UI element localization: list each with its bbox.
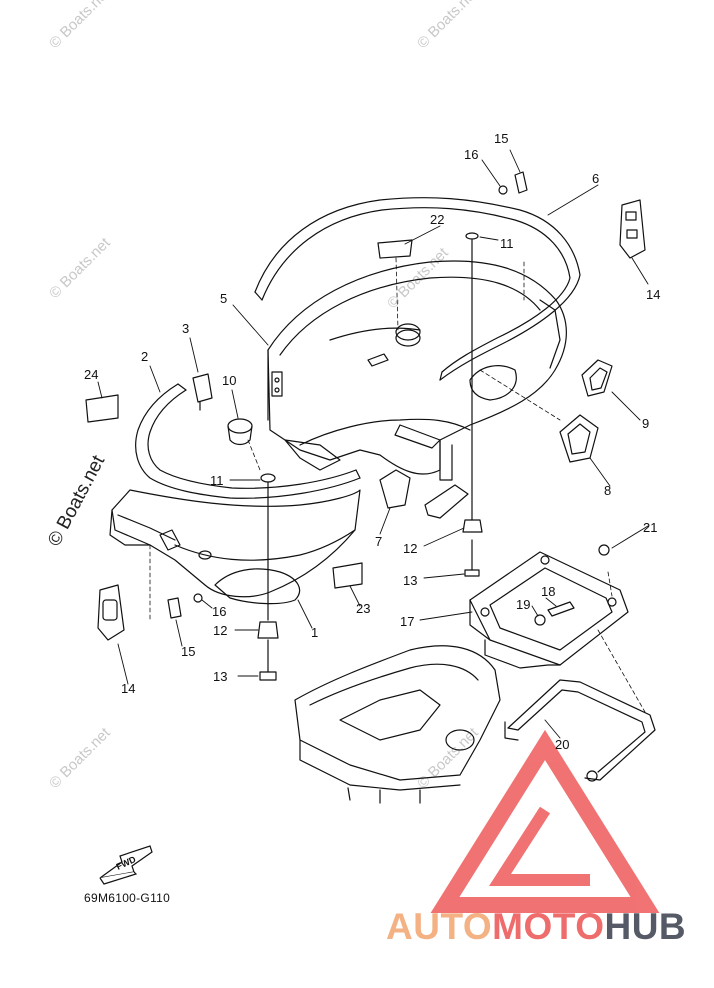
engine-base-housing bbox=[294, 645, 501, 804]
brand-wordmark: AUTOMOTOHUB bbox=[386, 906, 686, 948]
callout-13-upper: 13 bbox=[403, 573, 418, 588]
brand-part-moto: MOTO bbox=[492, 906, 605, 947]
bottom-cowling-part-5 bbox=[267, 260, 567, 481]
bottom-cowling-part-1 bbox=[109, 489, 361, 605]
callout-14-top: 14 bbox=[646, 287, 661, 302]
callout-16-top: 16 bbox=[464, 147, 479, 162]
callout-9: 9 bbox=[642, 416, 650, 431]
callout-18: 18 bbox=[541, 584, 556, 599]
seal-part-6 bbox=[254, 197, 581, 381]
callout-1: 1 bbox=[311, 625, 319, 640]
seal-part-2 bbox=[135, 383, 361, 499]
callout-15-top: 15 bbox=[494, 131, 509, 146]
callout-24: 24 bbox=[84, 367, 99, 382]
callout-12-lower: 12 bbox=[213, 623, 228, 638]
callout-13-lower: 13 bbox=[213, 669, 228, 684]
callout-14-left: 14 bbox=[121, 681, 136, 696]
bracket-part-20 bbox=[504, 679, 656, 782]
callout-11-left: 11 bbox=[210, 473, 224, 488]
diagram-code: 69M6100-G110 bbox=[84, 891, 171, 905]
callout-23: 23 bbox=[356, 601, 371, 616]
brand-part-hub: HUB bbox=[604, 906, 687, 947]
callout-17: 17 bbox=[400, 614, 415, 629]
callout-8: 8 bbox=[604, 483, 612, 498]
callout-7: 7 bbox=[375, 534, 383, 549]
mounting-plate-part-17 bbox=[469, 551, 629, 669]
callout-6: 6 bbox=[592, 171, 600, 186]
callout-16-left: 16 bbox=[212, 604, 227, 619]
callout-15-left: 15 bbox=[181, 644, 196, 659]
callout-22: 22 bbox=[430, 212, 445, 227]
brand-logo-icon bbox=[430, 729, 660, 913]
callout-2: 2 bbox=[141, 349, 149, 364]
callout-10: 10 bbox=[222, 373, 237, 388]
callout-20: 20 bbox=[555, 737, 570, 752]
callout-5: 5 bbox=[220, 291, 228, 306]
brand-part-auto: AUTO bbox=[386, 906, 493, 947]
callout-3: 3 bbox=[182, 321, 190, 336]
callout-12-upper: 12 bbox=[403, 541, 418, 556]
small-parts bbox=[85, 171, 646, 681]
callout-19: 19 bbox=[516, 597, 531, 612]
leader-lines bbox=[97, 149, 649, 739]
dashed-guide-lines bbox=[149, 257, 646, 713]
callout-11-top: 11 bbox=[500, 236, 514, 251]
callout-21: 21 bbox=[643, 520, 658, 535]
fwd-arrow-icon: FWD bbox=[99, 845, 153, 885]
